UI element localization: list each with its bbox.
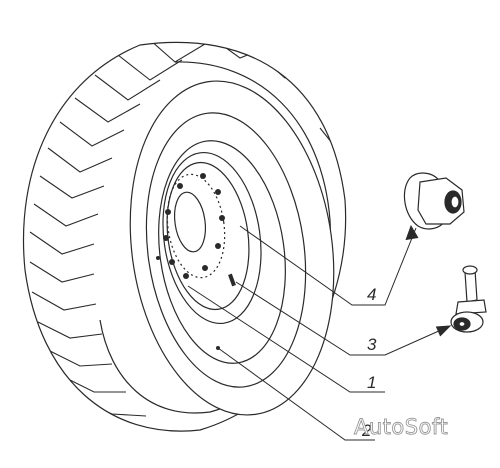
disc-hole — [156, 256, 160, 260]
leader-line-3 — [235, 281, 451, 356]
rim-flange-outer — [145, 112, 307, 388]
valve-cap — [462, 265, 478, 275]
hub-bore — [173, 191, 207, 253]
callout-2: 2 — [361, 421, 372, 440]
wheel-nut — [403, 172, 465, 230]
leader-line-4 — [239, 225, 417, 306]
tyre-sidewall — [129, 80, 335, 416]
wheel-disc — [129, 80, 335, 416]
disc-face-step — [166, 161, 250, 311]
nut-bore-inner — [450, 195, 460, 209]
bolt-circle — [166, 173, 226, 279]
disc-face — [162, 151, 262, 325]
valve-base-hole — [458, 320, 466, 328]
leader-arrow-4 — [405, 224, 419, 241]
callout-3: 3 — [367, 335, 377, 354]
valve-stem — [464, 269, 478, 303]
callout-labels: 4 3 1 2 — [361, 285, 377, 440]
leader-line-1 — [187, 285, 385, 393]
leader-arrow-3 — [435, 325, 452, 337]
watermark: AutoSoft — [354, 415, 448, 439]
valve-body — [455, 299, 487, 315]
leader-lines — [187, 224, 452, 441]
valve-slot — [228, 273, 236, 287]
callout-4: 4 — [367, 285, 376, 304]
wheel-studs — [163, 173, 225, 279]
tread-lugs — [29, 42, 346, 417]
rim-flange-inner — [158, 140, 286, 364]
valve — [450, 265, 487, 333]
callout-1: 1 — [367, 373, 376, 392]
leader-line-2 — [217, 347, 375, 441]
